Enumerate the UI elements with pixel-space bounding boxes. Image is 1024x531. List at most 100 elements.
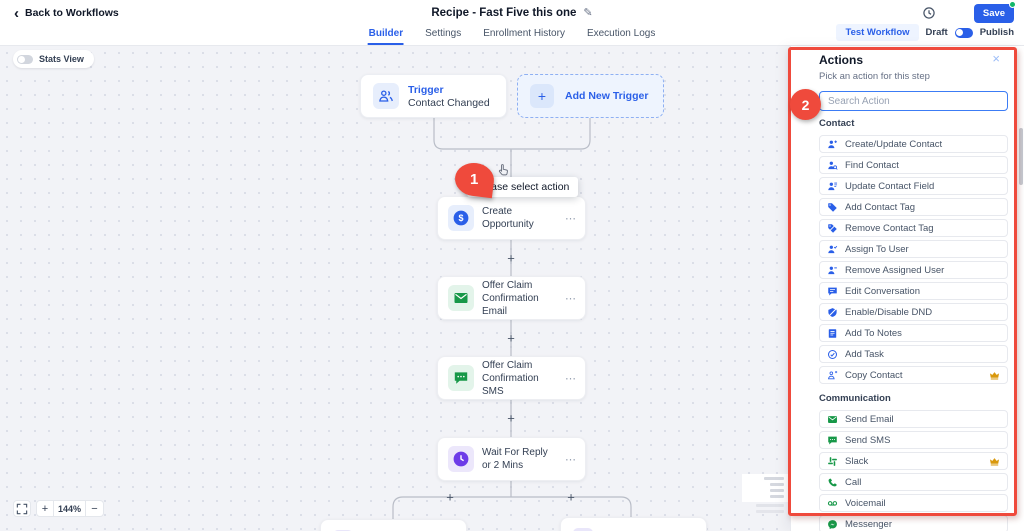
publish-toggle[interactable] [954,27,973,38]
tag-slash-icon [827,223,838,234]
toggle-knob [18,55,25,63]
builder-tabs: Builder Settings Enrollment History Executi… [368,24,657,45]
stats-view-label: Stats View [39,54,84,64]
add-step-button[interactable]: + [507,250,515,266]
title-group: Recipe - Fast Five this one ✎ [431,6,593,20]
close-icon[interactable]: × [992,51,1000,66]
chat-icon [827,435,838,446]
action-item-label: Remove Contact Tag [845,222,934,234]
panel-subtitle: Pick an action for this step [819,71,930,82]
action-item-edit-conversation[interactable]: Edit Conversation [819,282,1008,300]
action-item-label: Assign To User [845,243,909,255]
node-label: Wait For Reply or 2 Mins [482,447,548,471]
node-offer-claim-confirmation-sms[interactable]: Offer Claim Confirmation SMS ⋯ [437,356,586,400]
opportunity-dollar-icon: $ [448,205,474,231]
stats-view-toggle-pill[interactable]: Stats View [13,50,94,68]
search-action-input[interactable] [819,91,1008,111]
user-search-icon [827,160,838,171]
node-wait-for-reply[interactable]: Wait For Reply or 2 Mins ⋯ [437,437,586,481]
page-preview-skeleton [742,474,792,516]
action-item-enable-disable-dnd[interactable]: Enable/Disable DND [819,303,1008,321]
action-item-add-to-notes[interactable]: Add To Notes [819,324,1008,342]
zoom-out-button[interactable]: − [86,500,104,517]
stats-view-toggle[interactable] [17,54,33,64]
add-new-trigger-button[interactable]: + Add New Trigger [517,74,664,118]
publish-label: Publish [979,27,1014,38]
header-right-controls: Test Workflow Draft Publish [836,24,1014,41]
workflow-title: Recipe - Fast Five this one [431,6,577,19]
section-label-communication: Communication [819,393,891,404]
add-step-button[interactable]: + [567,489,575,505]
action-item-add-contact-tag[interactable]: Add Contact Tag [819,198,1008,216]
workflow-node-partial[interactable] [560,517,707,531]
action-item-label: Voicemail [845,497,886,509]
zoom-in-button[interactable]: + [36,500,54,517]
back-to-workflows-link[interactable]: ‹ Back to Workflows [14,6,119,21]
phone-icon [827,477,838,488]
dnd-slash-icon [827,307,838,318]
fit-to-screen-button[interactable] [13,500,31,517]
node-create-opportunity[interactable]: $ Create Opportunity ⋯ [437,196,586,240]
action-item-label: Enable/Disable DND [845,306,933,318]
action-item-send-email[interactable]: Send Email [819,410,1008,428]
action-item-messenger[interactable]: Messenger [819,515,1008,531]
node-label: Offer Claim Confirmation Email [482,279,539,317]
node-offer-claim-confirmation-email[interactable]: Offer Claim Confirmation Email ⋯ [437,276,586,320]
voicemail-icon [827,498,838,509]
action-item-label: Messenger [845,518,892,530]
node-menu-icon[interactable]: ⋯ [565,372,577,385]
premium-crown-icon [989,370,1000,381]
action-item-remove-assigned-user[interactable]: Remove Assigned User [819,261,1008,279]
node-menu-icon[interactable]: ⋯ [565,292,577,305]
panel-scrollbar-thumb[interactable] [1019,128,1023,185]
action-item-label: Send Email [845,413,894,425]
action-item-label: Add To Notes [845,327,902,339]
version-history-icon[interactable] [922,6,936,20]
toggle-knob [956,29,964,36]
zoom-controls: + 144% − [36,500,104,517]
node-menu-icon[interactable]: ⋯ [565,453,577,466]
action-item-label: Edit Conversation [845,285,920,297]
action-item-label: Create/Update Contact [845,138,943,150]
trigger-title: Trigger [408,83,444,96]
add-step-button[interactable]: + [507,410,515,426]
action-item-find-contact[interactable]: Find Contact [819,156,1008,174]
action-item-remove-contact-tag[interactable]: Remove Contact Tag [819,219,1008,237]
edit-title-icon[interactable]: ✎ [583,7,593,19]
action-item-label: Copy Contact [845,369,903,381]
tab-builder[interactable]: Builder [368,24,404,45]
node-menu-icon[interactable]: ⋯ [565,212,577,225]
action-item-send-sms[interactable]: Send SMS [819,431,1008,449]
sms-icon [448,365,474,391]
panel-title: Actions [819,53,864,67]
action-item-label: Add Task [845,348,884,360]
workflow-node-partial[interactable] [320,519,467,531]
slack-icon [827,456,838,467]
action-item-create-update-contact[interactable]: Create/Update Contact [819,135,1008,153]
add-step-button[interactable]: + [446,489,454,505]
action-item-voicemail[interactable]: Voicemail [819,494,1008,512]
action-item-slack[interactable]: Slack [819,452,1008,470]
tab-settings[interactable]: Settings [425,28,462,39]
node-icon [573,528,593,531]
chat-edit-icon [827,286,838,297]
test-workflow-button[interactable]: Test Workflow [836,24,919,41]
save-button[interactable]: Save [974,4,1014,23]
action-item-call[interactable]: Call [819,473,1008,491]
trigger-node-contact-changed[interactable]: Trigger Contact Changed [360,74,507,118]
zoom-level-label: 144% [54,500,86,517]
users-icon [373,83,399,109]
action-item-add-task[interactable]: Add Task [819,345,1008,363]
action-item-label: Remove Assigned User [845,264,945,276]
email-icon [448,285,474,311]
action-item-copy-contact[interactable]: Copy Contact [819,366,1008,384]
tab-enrollment-history[interactable]: Enrollment History [483,28,565,39]
action-item-label: Call [845,476,862,488]
action-item-assign-to-user[interactable]: Assign To User [819,240,1008,258]
user-plus-icon [827,139,838,150]
svg-text:$: $ [458,213,463,223]
add-step-button[interactable]: + [507,330,515,346]
tab-execution-logs[interactable]: Execution Logs [586,28,656,39]
wait-clock-icon [448,446,474,472]
action-item-update-contact-field[interactable]: Update Contact Field [819,177,1008,195]
